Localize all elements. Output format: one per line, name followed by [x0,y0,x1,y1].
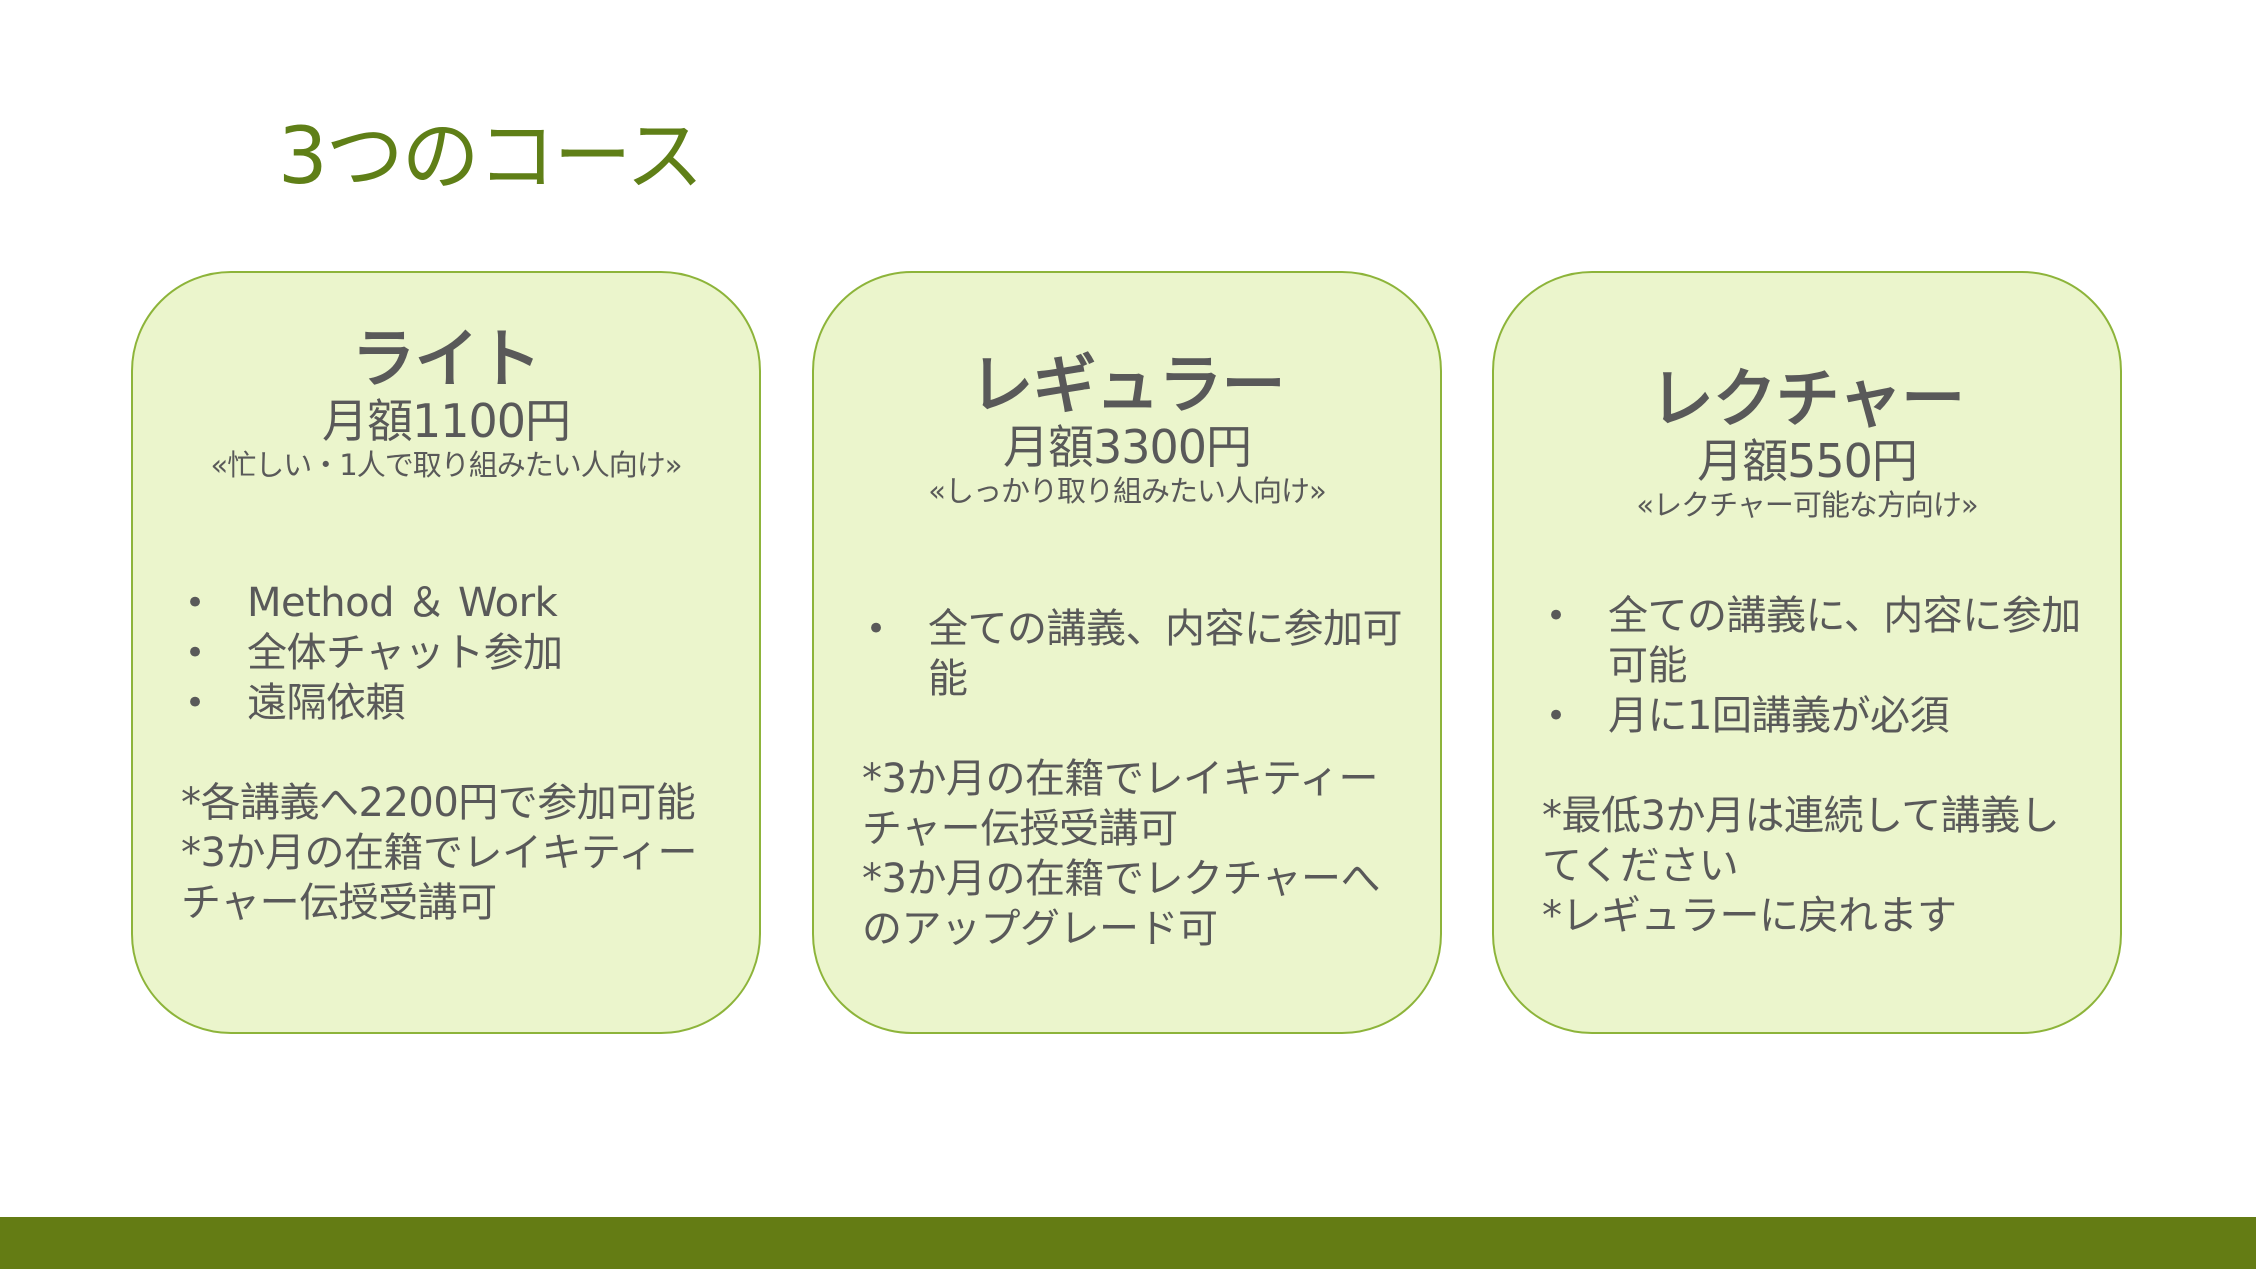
course-header: ライト 月額1100円 «忙しい・1人で取り組みたい人向け» [143,325,749,483]
feature-text: Method ＆ Work [247,580,558,626]
note-text: *最低3か月は連続して講義してください [1542,793,2060,889]
bullet-icon: • [866,609,886,649]
feature-list: • 全ての講義に、内容に参加可能 • 月に1回講義が必須 [1542,591,2084,741]
note-text: *3か月の在籍でレクチャーへのアップグレード可 [862,856,1381,952]
bullet-icon: • [1546,596,1566,636]
feature-text: 全体チャット参加 [247,630,563,676]
course-details: • Method ＆ Work • 全体チャット参加 • 遠隔依頼 *各講義へ2200… [181,578,723,928]
slide-title: 3つのコース [278,112,704,202]
course-target: «しっかり取り組みたい人向け» [928,474,1327,509]
note-text: *レギュラーに戻れます [1542,893,1957,939]
course-card-regular: レギュラー 月額3300円 «しっかり取り組みたい人向け» • 全ての講義、内容に… [812,271,1442,1034]
feature-item: • 全ての講義、内容に参加可能 [862,604,1404,704]
footer-bar [0,1217,2256,1269]
bullet-icon: • [185,583,205,623]
note-text: *各講義へ2200円で参加可能 [181,780,696,826]
course-name: レクチャー [1649,363,1965,437]
course-price: 月額550円 [1697,434,1918,489]
feature-item: • 遠隔依頼 [181,678,723,728]
course-target: «忙しい・1人で取り組みたい人向け» [210,448,683,483]
course-details: • 全ての講義、内容に参加可能 *3か月の在籍でレイキティーチャー伝授受講可 *3… [862,604,1404,954]
feature-text: 遠隔依頼 [247,680,406,726]
feature-text: 全ての講義に、内容に参加可能 [1608,593,2081,689]
course-price: 月額3300円 [1002,420,1252,475]
feature-item: • 全体チャット参加 [181,628,723,678]
course-target: «レクチャー可能な方向け» [1636,488,1978,523]
course-header: レクチャー 月額550円 «レクチャー可能な方向け» [1504,365,2110,523]
feature-list: • 全ての講義、内容に参加可能 [862,604,1404,704]
course-header: レギュラー 月額3300円 «しっかり取り組みたい人向け» [824,351,1430,509]
bullet-icon: • [1546,696,1566,736]
bullet-icon: • [185,633,205,673]
course-card-lecture: レクチャー 月額550円 «レクチャー可能な方向け» • 全ての講義に、内容に参加… [1492,271,2122,1034]
bullet-icon: • [185,683,205,723]
feature-list: • Method ＆ Work • 全体チャット参加 • 遠隔依頼 [181,578,723,728]
feature-item: • Method ＆ Work [181,578,723,628]
course-card-lite: ライト 月額1100円 «忙しい・1人で取り組みたい人向け» • Method ＆… [131,271,761,1034]
feature-item: • 月に1回講義が必須 [1542,691,2084,741]
course-notes: *最低3か月は連続して講義してください *レギュラーに戻れます [1542,791,2084,941]
note-text: *3か月の在籍でレイキティーチャー伝授受講可 [181,830,698,926]
feature-text: 月に1回講義が必須 [1608,693,1949,739]
feature-item: • 全ての講義に、内容に参加可能 [1542,591,2084,691]
course-notes: *各講義へ2200円で参加可能 *3か月の在籍でレイキティーチャー伝授受講可 [181,778,723,928]
course-name: ライト [351,323,542,397]
course-name: レギュラー [969,349,1286,423]
course-details: • 全ての講義に、内容に参加可能 • 月に1回講義が必須 *最低3か月は連続して講義… [1542,591,2084,941]
note-text: *3か月の在籍でレイキティーチャー伝授受講可 [862,756,1379,852]
feature-text: 全ての講義、内容に参加可能 [928,606,1403,702]
course-price: 月額1100円 [321,394,571,449]
course-notes: *3か月の在籍でレイキティーチャー伝授受講可 *3か月の在籍でレクチャーへのアッ… [862,754,1404,954]
